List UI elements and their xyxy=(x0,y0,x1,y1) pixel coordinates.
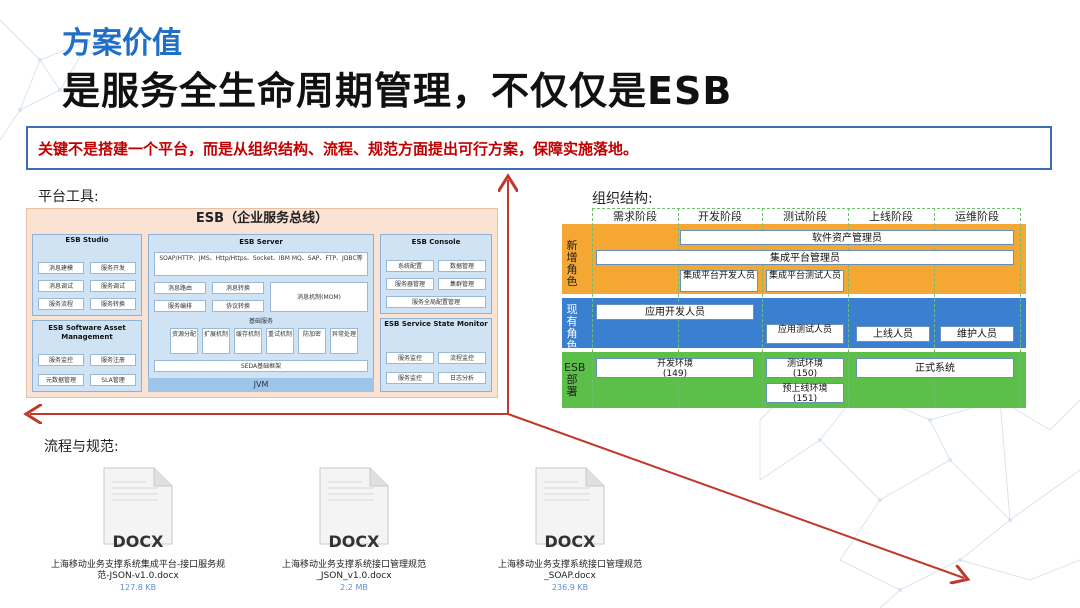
esb-cell: 服务全局配置管理 xyxy=(386,296,486,308)
phase-label: 测试阶段 xyxy=(783,210,827,223)
esb-sam-title: ESB Software Asset Management xyxy=(48,324,126,341)
env-dev: 开发环境(149) xyxy=(596,358,754,379)
phase-label: 运维阶段 xyxy=(955,210,999,223)
esb-cell: 消息机制(MOM) xyxy=(270,282,368,312)
env-production: 正式系统 xyxy=(856,358,1014,378)
env-dev-number: (149) xyxy=(662,369,688,379)
role-online-staff: 上线人员 xyxy=(856,326,930,342)
esb-cell: 扩展机制 xyxy=(202,328,230,354)
esb-cell: 消息建模 xyxy=(38,262,84,274)
role-integration-admin: 集成平台管理员 xyxy=(596,250,1014,265)
phase-divider xyxy=(848,208,849,408)
phase-divider xyxy=(762,208,763,408)
esb-server-title: ESB Server xyxy=(239,238,283,246)
esb-cell: 服务调试 xyxy=(90,280,136,292)
env-pre-number: (151) xyxy=(792,394,818,404)
role-maintenance-staff: 维护人员 xyxy=(940,326,1014,342)
doc-size: 236.9 KB xyxy=(551,583,589,592)
doc-icon[interactable] xyxy=(314,466,394,546)
esb-cell: 重试机制 xyxy=(266,328,294,354)
env-pre-label: 预上线环境 xyxy=(782,384,828,394)
esb-studio-title: ESB Studio xyxy=(65,236,109,244)
section-label-org: 组织结构: xyxy=(592,191,653,207)
esb-cell: 流程监控 xyxy=(438,352,486,364)
doc-name-line2[interactable]: _JSON_v1.0.docx xyxy=(316,571,392,581)
phase-divider xyxy=(592,208,593,408)
esb-cell: 消息路由 xyxy=(154,282,206,294)
esb-cell: 消息调试 xyxy=(38,280,84,292)
esb-cell: SLA管理 xyxy=(90,374,136,386)
role-integration-developer: 集成平台开发人员 xyxy=(680,270,758,292)
doc-name-line2[interactable]: 范-JSON-v1.0.docx xyxy=(97,571,179,581)
esb-cell: 服务转换 xyxy=(90,298,136,310)
phase-divider xyxy=(934,208,935,408)
esb-cell: 集群管理 xyxy=(438,278,486,290)
doc-type-label: DOCX xyxy=(328,532,380,551)
phase-header-border xyxy=(592,208,1020,209)
section-label-process: 流程与规范: xyxy=(44,439,119,455)
doc-name-line1[interactable]: 上海移动业务支撑系统接口管理规范 xyxy=(281,560,426,570)
arrow-down-right xyxy=(507,413,964,578)
slide-subtitle: 方案价值 xyxy=(62,26,182,61)
org-band-label: 现有角色 xyxy=(566,303,578,352)
esb-cell: 日志分析 xyxy=(438,372,486,384)
doc-size: 2.2 MB xyxy=(340,583,368,592)
esb-cell: 服务器管理 xyxy=(386,278,434,290)
esb-cell: 消息转换 xyxy=(212,282,264,294)
esb-cell: 协议转换 xyxy=(212,300,264,312)
doc-icon[interactable] xyxy=(530,466,610,546)
esb-cell: 服务监控 xyxy=(386,352,434,364)
esb-cell: 异常处理 xyxy=(330,328,358,354)
env-pre-production: 预上线环境(151) xyxy=(766,383,844,404)
doc-type-label: DOCX xyxy=(112,532,164,551)
esb-cell: 服务编排 xyxy=(154,300,206,312)
esb-cell: 缓存机制 xyxy=(234,328,262,354)
role-app-developer: 应用开发人员 xyxy=(596,304,754,320)
doc-size: 127.8 KB xyxy=(119,583,157,592)
esb-cell: 元数据管理 xyxy=(38,374,84,386)
role-app-tester: 应用测试人员 xyxy=(766,324,844,344)
section-label-platform: 平台工具: xyxy=(38,189,99,205)
esb-protocols: SOAP/HTTP、JMS、Http/Https、Socket、IBM MQ、S… xyxy=(154,252,368,276)
role-integration-tester: 集成平台测试人员 xyxy=(766,270,844,292)
esb-title: ESB（企业服务总线） xyxy=(195,211,329,226)
esb-cell: 系统配置 xyxy=(386,260,434,272)
esb-cell: 服务监控 xyxy=(386,372,434,384)
esb-cell: 服务监控 xyxy=(38,354,84,366)
esb-jvm: JVM xyxy=(148,378,374,392)
slide-title: 是服务全生命周期管理，不仅仅是ESB xyxy=(62,69,733,113)
esb-cell: 服务开发 xyxy=(90,262,136,274)
key-message-text: 关键不是搭建一个平台，而是从组织结构、流程、规范方面提出可行方案，保障实施落地。 xyxy=(38,140,639,158)
key-message-box xyxy=(26,126,1052,170)
phase-label: 开发阶段 xyxy=(698,210,742,223)
doc-name-line1[interactable]: 上海移动业务支撑系统集成平台-接口服务规 xyxy=(50,560,226,570)
env-test: 测试环境(150) xyxy=(766,358,844,379)
doc-name-line2[interactable]: _SOAP.docx xyxy=(544,571,596,581)
doc-type-label: DOCX xyxy=(544,532,596,551)
env-test-number: (150) xyxy=(792,369,818,379)
esb-cell: 资源分配 xyxy=(170,328,198,354)
doc-name-line1[interactable]: 上海移动业务支撑系统接口管理规范 xyxy=(497,560,642,570)
esb-ssm-title: ESB Service State Monitor xyxy=(384,320,488,328)
esb-cell: 数据管理 xyxy=(438,260,486,272)
esb-cell: 服务注册 xyxy=(90,354,136,366)
esb-basic-title: 基础服务 xyxy=(248,318,273,325)
esb-console-title: ESB Console xyxy=(411,238,461,246)
role-software-asset-admin: 软件资产管理员 xyxy=(680,230,1014,245)
esb-cell: 防加密 xyxy=(298,328,326,354)
esb-cell: 服务流程 xyxy=(38,298,84,310)
phase-label: 需求阶段 xyxy=(613,210,657,223)
phase-label: 上线阶段 xyxy=(869,210,913,223)
doc-icon[interactable] xyxy=(98,466,178,546)
env-test-label: 测试环境 xyxy=(786,359,823,369)
esb-seda: SEDA基础框架 xyxy=(154,360,368,372)
org-band-label: 新增角色 xyxy=(566,239,578,288)
env-dev-label: 开发环境 xyxy=(656,359,693,369)
phase-divider xyxy=(1020,208,1021,408)
